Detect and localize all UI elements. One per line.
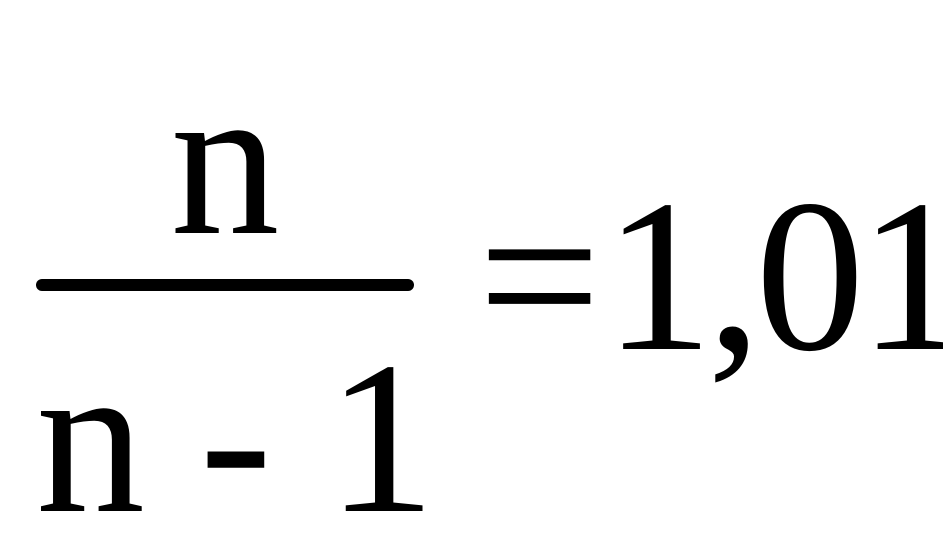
fraction-numerator: n — [170, 40, 280, 281]
equation: n n - 1 = 1,01 — [36, 40, 943, 548]
fraction-denominator: n - 1 — [36, 318, 436, 559]
equals-sign: = — [478, 156, 601, 397]
fraction-bar — [36, 279, 414, 291]
result-value: 1,01 — [604, 156, 943, 397]
